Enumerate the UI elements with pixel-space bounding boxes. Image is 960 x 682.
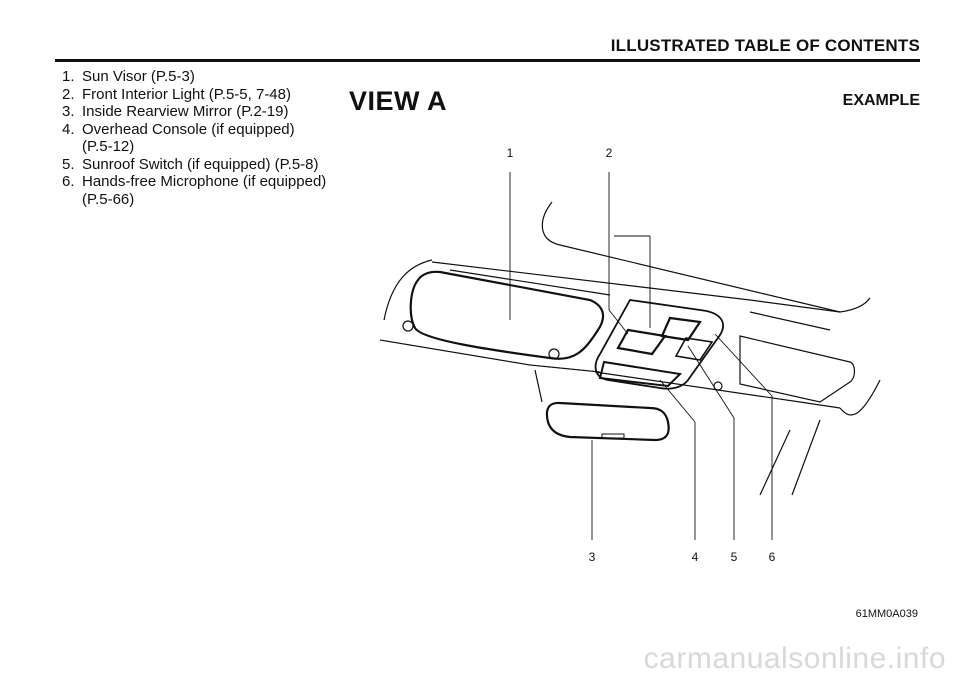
callout-2: 2: [605, 146, 613, 160]
overhead-line-drawing: [379, 172, 881, 540]
sunroof-switch-shape: [660, 316, 702, 342]
parts-legend: 1. Sun Visor (P.5-3) 2. Front Interior Lig…: [62, 68, 352, 208]
pillar-line: [791, 419, 821, 496]
callout-3: 3: [588, 550, 596, 564]
callout-6: 6: [768, 550, 776, 564]
legend-number: 5.: [62, 155, 75, 173]
mirror-button-shape: [601, 433, 625, 439]
pillar-line: [759, 429, 791, 496]
interior-light-lens-shape: [616, 328, 667, 356]
legend-item: 4. Overhead Console (if equipped) (P.5-12…: [62, 121, 352, 156]
pillar-line: [534, 369, 543, 403]
legend-text: Front Interior Light (P.5-5, 7-48): [82, 85, 291, 103]
headliner-edge-line: [839, 379, 881, 416]
callout-4: 4: [691, 550, 699, 564]
example-label: EXAMPLE: [842, 92, 920, 109]
rearview-mirror-shape: [545, 401, 670, 442]
legend-text: Overhead Console (if equipped) (P.5-12): [82, 120, 295, 156]
sun-visor-shape: [409, 270, 605, 360]
overhead-illustration: 1 2 3 4 5 6: [370, 140, 890, 570]
legend-item: 5. Sunroof Switch (if equipped) (P.5-8): [62, 156, 352, 174]
leader-line-4: [659, 379, 696, 423]
roof-edge-line: [839, 297, 871, 313]
figure-code: 61MM0A039: [855, 608, 918, 620]
legend-number: 3.: [62, 103, 75, 120]
windshield-edge-line: [383, 259, 433, 321]
legend-number: 2.: [62, 85, 75, 103]
legend-text: Sun Visor (P.5-3): [82, 68, 195, 85]
right-visor-shape: [739, 335, 856, 403]
console-lamp-shape: [598, 360, 683, 388]
visor-track-line: [431, 261, 841, 313]
overhead-console-shape: [594, 299, 724, 390]
legend-number: 1.: [62, 68, 75, 85]
legend-item: 3. Inside Rearview Mirror (P.2-19): [62, 103, 352, 121]
visor-hinge-shape: [402, 320, 414, 332]
leader-line-5: [687, 345, 735, 419]
leader-line-2: [608, 309, 629, 335]
visor-clip-shape: [548, 348, 560, 360]
header-divider: [55, 59, 920, 62]
legend-item: 2. Front Interior Light (P.5-5, 7-48): [62, 86, 352, 104]
legend-text: Sunroof Switch (if equipped) (P.5-8): [82, 155, 319, 173]
legend-item: 6. Hands-free Microphone (if equipped) (P…: [62, 173, 352, 208]
callout-5: 5: [730, 550, 738, 564]
legend-text: Inside Rearview Mirror (P.2-19): [82, 103, 289, 120]
page-title: ILLUSTRATED TABLE OF CONTENTS: [610, 36, 920, 55]
callout-1: 1: [506, 146, 514, 160]
headliner-edge-line: [594, 371, 841, 409]
legend-item: 1. Sun Visor (P.5-3): [62, 68, 352, 86]
visor-track-line: [749, 311, 831, 331]
roof-edge-line: [541, 201, 841, 313]
leader-line-6: [714, 333, 773, 397]
visor-track-line: [449, 269, 611, 296]
headliner-edge-line: [379, 339, 601, 373]
legend-number: 6.: [62, 173, 75, 190]
view-title: VIEW A: [349, 86, 448, 116]
watermark: carmanualsonline.info: [643, 642, 946, 675]
legend-text: Hands-free Microphone (if equipped) (P.5…: [82, 173, 327, 208]
console-button-shape: [674, 337, 714, 361]
legend-number: 4.: [62, 120, 75, 138]
